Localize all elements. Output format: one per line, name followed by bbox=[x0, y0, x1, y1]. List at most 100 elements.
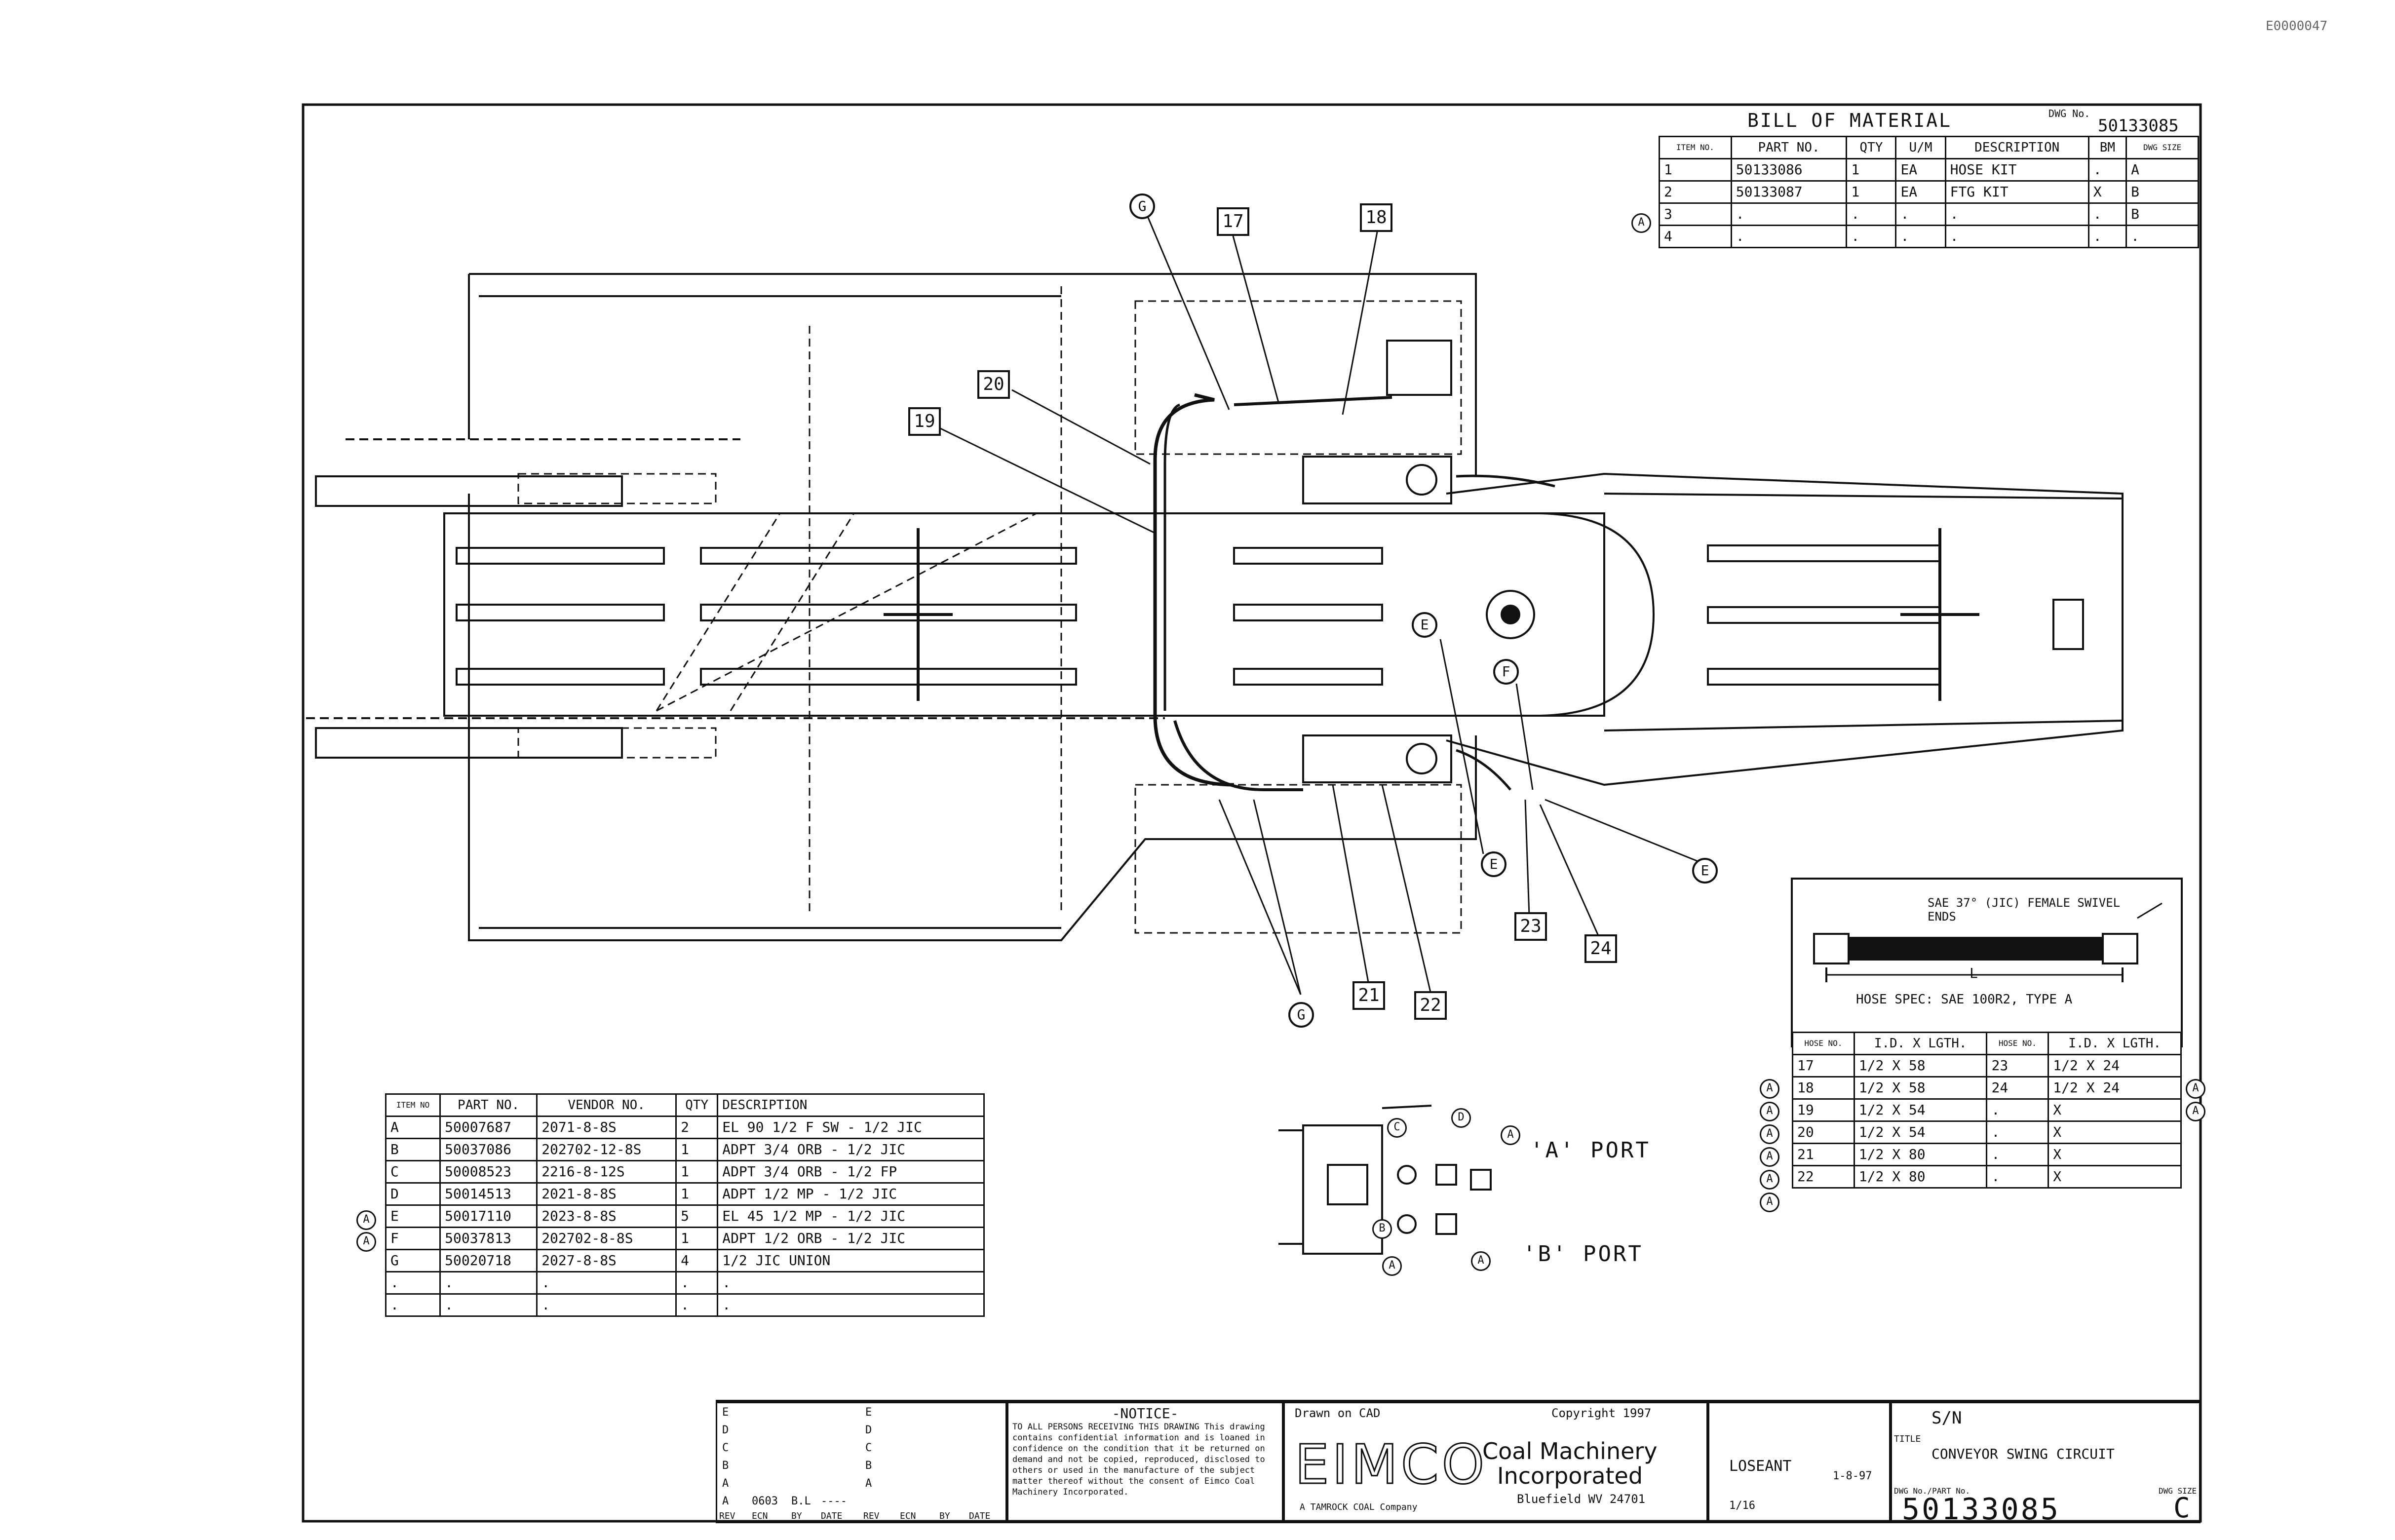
sn-label: S/N bbox=[1931, 1408, 1962, 1428]
hose-cell: 18 bbox=[1792, 1076, 1855, 1100]
callout-hose-19: 19 bbox=[908, 407, 941, 436]
rev-letter-right-a: A bbox=[865, 1477, 872, 1490]
hose-header-row: HOSE NO. I.D. X LGTH. HOSE NO. I.D. X LG… bbox=[1792, 1032, 2182, 1055]
hose-cell: 1/2 X 54 bbox=[1853, 1098, 1988, 1122]
fit-cell: . bbox=[385, 1271, 441, 1295]
rev-header-by: BY bbox=[791, 1511, 802, 1521]
bom-cell: . bbox=[2087, 202, 2127, 226]
bom-cell: B bbox=[2125, 202, 2199, 226]
rev-row-a-by: B.L bbox=[791, 1495, 811, 1507]
drawing-title: CONVEYOR SWING CIRCUIT bbox=[1931, 1446, 2115, 1462]
hose-cell: 1/2 X 58 bbox=[1853, 1076, 1988, 1100]
callout-fitting-e-right: E bbox=[1692, 858, 1718, 884]
rev-letter-right-b: B bbox=[865, 1460, 872, 1472]
bom-cell: . bbox=[1846, 202, 1897, 226]
page-stamp: E0000047 bbox=[2266, 19, 2328, 34]
hose-cell: 1/2 X 80 bbox=[1853, 1143, 1988, 1166]
hose-cell: 22 bbox=[1792, 1165, 1855, 1189]
rev-header-ecn-2: ECN bbox=[900, 1511, 916, 1521]
fit-cell: 2027-8-8S bbox=[536, 1249, 677, 1272]
bom-cell: 2 bbox=[1659, 180, 1732, 204]
hose-cell: 19 bbox=[1792, 1098, 1855, 1122]
hose-cell: X bbox=[2047, 1143, 2182, 1166]
port-callout-a2: A bbox=[1382, 1256, 1402, 1276]
callout-fitting-g-top: G bbox=[1129, 193, 1155, 219]
hose-cell: 21 bbox=[1792, 1143, 1855, 1166]
fit-cell: 50037813 bbox=[439, 1227, 538, 1250]
fit-cell: ADPT 1/2 MP - 1/2 JIC bbox=[717, 1182, 985, 1206]
rev-row-a-date: ---- bbox=[821, 1495, 847, 1507]
callout-hose-20: 20 bbox=[977, 370, 1010, 399]
fit-cell: 1 bbox=[675, 1227, 719, 1250]
hose-cell: 23 bbox=[1986, 1054, 2049, 1078]
bom-cell: . bbox=[2087, 158, 2127, 182]
hose-cell: 1/2 X 80 bbox=[1853, 1165, 1988, 1189]
hose-header-id-1: I.D. X LGTH. bbox=[1853, 1032, 1988, 1055]
fit-cell: 50007687 bbox=[439, 1116, 538, 1139]
fitting-header-part: PART NO. bbox=[439, 1093, 538, 1117]
bom-cell: . bbox=[2125, 225, 2199, 248]
bom-cell: 3 bbox=[1659, 202, 1732, 226]
hose-cell: 17 bbox=[1792, 1054, 1855, 1078]
fitting-row-e-revision: A bbox=[356, 1210, 376, 1230]
bill-of-material-table: ITEM NO. PART NO. QTY U/M DESCRIPTION BM… bbox=[1659, 136, 2199, 248]
rev-letter-c: C bbox=[722, 1442, 729, 1454]
callout-hose-18: 18 bbox=[1360, 203, 1392, 232]
drawing-scale: 1/16 bbox=[1729, 1500, 1755, 1512]
rev-row-a-ecn: 0603 bbox=[752, 1495, 778, 1507]
fitting-row-f-revision: A bbox=[356, 1232, 376, 1252]
fit-cell: 1 bbox=[675, 1160, 719, 1184]
fitting-header-row: ITEM NO PART NO. VENDOR NO. QTY DESCRIPT… bbox=[385, 1093, 985, 1117]
port-callout-c: C bbox=[1387, 1118, 1407, 1138]
hose-18-revision: A bbox=[1760, 1102, 1779, 1121]
company-city: Bluefield WV 24701 bbox=[1517, 1492, 1646, 1506]
fit-cell: 2 bbox=[675, 1116, 719, 1139]
bom-cell: 1 bbox=[1846, 158, 1897, 182]
bom-header-um: U/M bbox=[1895, 136, 1946, 159]
dwg-size: C bbox=[2173, 1492, 2190, 1523]
bom-cell: 1 bbox=[1659, 158, 1732, 182]
bom-cell: 1 bbox=[1846, 180, 1897, 204]
fitting-header-item: ITEM NO bbox=[385, 1093, 441, 1117]
table-row: 1 50133086 1 EA HOSE KIT . A bbox=[1659, 158, 2199, 182]
hose-cell: . bbox=[1986, 1120, 2049, 1144]
rev-letter-d: D bbox=[722, 1424, 729, 1436]
hose-19-revision: A bbox=[1760, 1124, 1779, 1144]
hose-17-revision: A bbox=[1760, 1079, 1779, 1099]
callout-fitting-e-lower: E bbox=[1481, 851, 1507, 877]
rev-letter-e: E bbox=[722, 1406, 729, 1419]
table-row: 4 . . . . . . bbox=[1659, 225, 2199, 248]
hose-cell: X bbox=[2047, 1165, 2182, 1189]
rev-header-date: DATE bbox=[821, 1511, 843, 1521]
fit-cell: . bbox=[536, 1293, 677, 1317]
bom-cell: HOSE KIT bbox=[1944, 158, 2089, 182]
bom-cell: 50133086 bbox=[1730, 158, 1848, 182]
bom-header-part: PART NO. bbox=[1730, 136, 1848, 159]
table-row: ..... bbox=[385, 1271, 985, 1295]
hose-cell: 20 bbox=[1792, 1120, 1855, 1144]
bom-cell: FTG KIT bbox=[1944, 180, 2089, 204]
drawn-on-cad: Drawn on CAD bbox=[1295, 1406, 1381, 1420]
title-label: TITLE bbox=[1894, 1434, 1921, 1444]
company-name-1: Coal Machinery bbox=[1482, 1438, 1658, 1464]
fit-cell: . bbox=[675, 1271, 719, 1295]
bom-cell: EA bbox=[1895, 158, 1946, 182]
fit-cell: A bbox=[385, 1116, 441, 1139]
fit-cell: EL 45 1/2 MP - 1/2 JIC bbox=[717, 1204, 985, 1228]
fit-cell: 50020718 bbox=[439, 1249, 538, 1272]
hose-24-revision: A bbox=[2186, 1102, 2205, 1121]
bom-header-row: ITEM NO. PART NO. QTY U/M DESCRIPTION BM… bbox=[1659, 136, 2199, 159]
hose-22-revision: A bbox=[1760, 1193, 1779, 1212]
title-box: S/N TITLE CONVEYOR SWING CIRCUIT DWG No.… bbox=[1891, 1402, 2201, 1523]
hose-header-id-2: I.D. X LGTH. bbox=[2047, 1032, 2182, 1055]
bom-cell: . bbox=[1895, 225, 1946, 248]
rev-header-date-2: DATE bbox=[969, 1511, 991, 1521]
drawn-by: LOSEANT bbox=[1729, 1458, 1792, 1475]
